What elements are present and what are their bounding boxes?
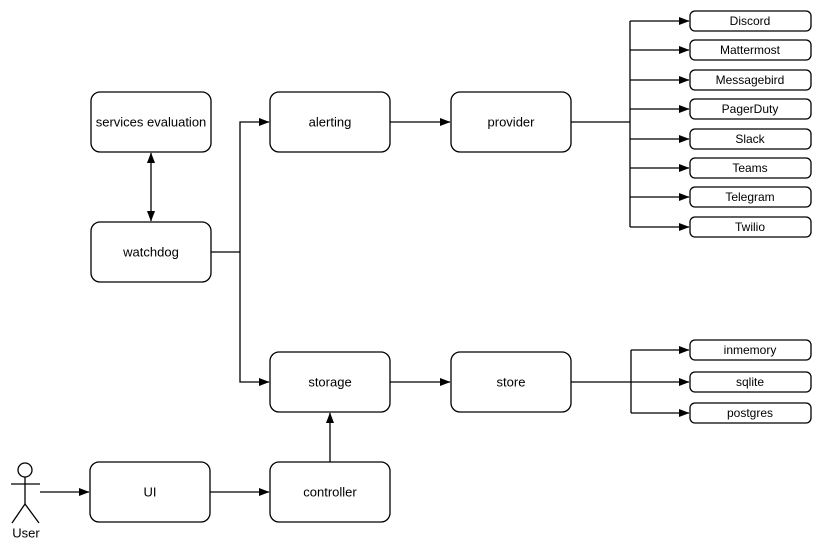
leaf-teams: Teams [689,157,812,179]
leaf-slack-box [689,128,812,150]
node-ui: UI [89,461,211,523]
actor-head-icon [17,462,33,478]
edge-watchdog-alerting [239,118,270,252]
leaf-sqlite: sqlite [689,371,812,393]
leaf-inmemory-label: inmemory [724,343,777,357]
leaf-twilio: Twilio [689,216,812,238]
edges [40,17,690,496]
user-actor-label: User [12,526,40,541]
node-storage-label: storage [308,375,351,390]
leaf-telegram-box [689,186,812,208]
leaf-teams-label: Teams [732,161,767,175]
leaf-pagerduty-box [689,98,812,120]
node-services-evaluation: services evaluation [90,91,212,153]
node-provider-box [450,91,572,153]
node-controller: controller [269,461,391,523]
node-watchdog-label: watchdog [122,245,179,260]
node-alerting: alerting [269,91,391,153]
leaf-discord: Discord [689,10,812,32]
leaf-teams-box [689,157,812,179]
node-watchdog-box [90,221,212,283]
node-store: store [450,351,572,413]
leaf-telegram-label: Telegram [725,190,774,204]
leaf-twilio-label: Twilio [735,220,765,234]
leaf-mattermost-label: Mattermost [720,43,781,57]
node-ui-label: UI [144,485,157,500]
node-storage-box [269,351,391,413]
leaf-slack-label: Slack [735,132,765,146]
leaf-mattermost: Mattermost [689,39,812,61]
leaf-inmemory: inmemory [689,339,812,361]
node-provider-label: provider [488,115,536,130]
leaf-sqlite-label: sqlite [736,375,764,389]
node-watchdog: watchdog [90,221,212,283]
leaf-telegram: Telegram [689,186,812,208]
leaf-postgres-box [689,402,812,424]
node-storage: storage [269,351,391,413]
leaf-twilio-box [689,216,812,238]
node-provider: provider [450,91,572,153]
leaf-postgres: postgres [689,402,812,424]
node-alerting-label: alerting [309,115,352,130]
leaf-pagerduty-label: PagerDuty [722,102,779,116]
leaf-messagebird-box [689,69,812,91]
node-controller-label: controller [303,485,357,500]
node-services-evaluation-label: services evaluation [96,115,207,130]
node-store-box [450,351,572,413]
leaf-discord-label: Discord [730,14,771,28]
leaf-inmemory-box [689,339,812,361]
node-controller-box [269,461,391,523]
node-alerting-box [269,91,391,153]
leaf-sqlite-box [689,371,812,393]
node-store-label: store [497,375,526,390]
leaf-slack: Slack [689,128,812,150]
node-ui-box [89,461,211,523]
leaf-messagebird-label: Messagebird [716,73,785,87]
leaf-discord-box [689,10,812,32]
node-services-evaluation-box [90,91,212,153]
edge-watchdog-storage [239,252,270,386]
leaf-postgres-label: postgres [727,406,773,420]
actor-legs-icon [11,502,40,524]
user-actor: User [11,462,40,541]
leaf-messagebird: Messagebird [689,69,812,91]
leaf-pagerduty: PagerDuty [689,98,812,120]
leaf-mattermost-box [689,39,812,61]
